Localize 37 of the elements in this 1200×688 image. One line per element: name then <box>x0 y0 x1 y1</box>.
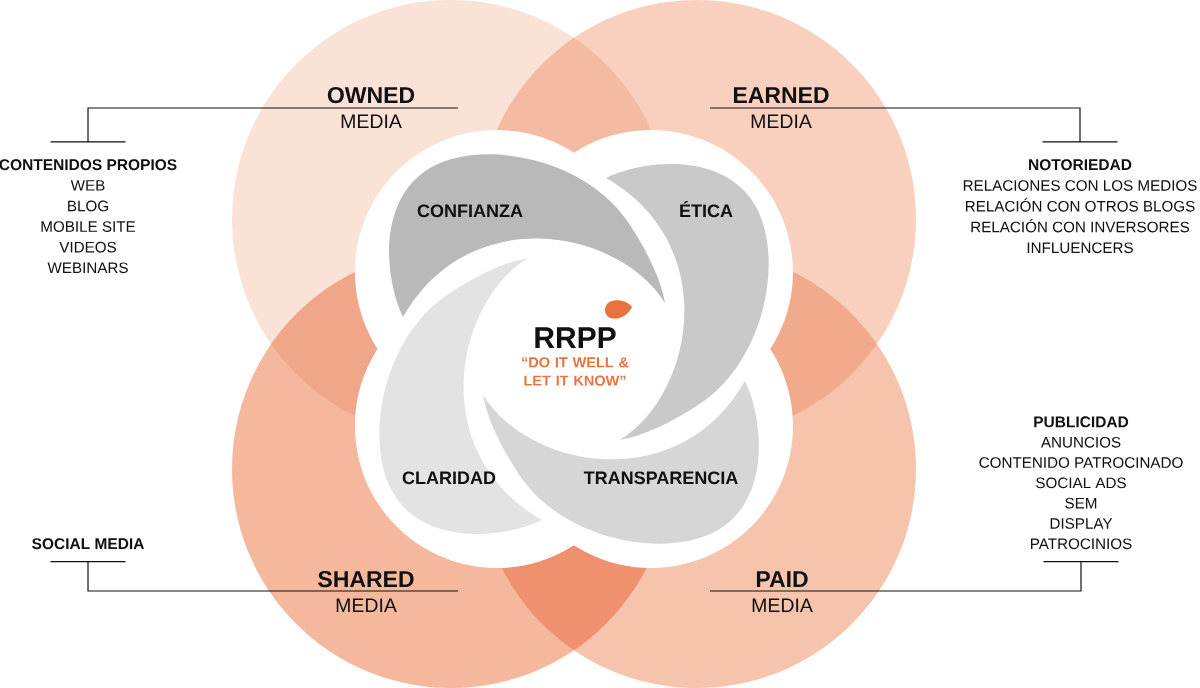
leader-line <box>49 107 459 143</box>
petal-label: CLARIDAD <box>402 471 496 485</box>
circle-subtitle: MEDIA <box>751 114 812 128</box>
circle-subtitle: MEDIA <box>752 598 813 612</box>
list-item: DISPLAY <box>1050 518 1113 529</box>
list-item: WEB <box>70 180 105 191</box>
list-item: RELACIÓN CON OTROS BLOGS <box>965 198 1195 212</box>
list-item: WEBINARS <box>47 262 128 274</box>
circle-title: EARNED <box>734 87 829 103</box>
list-heading: NOTORIEDAD <box>1029 159 1132 171</box>
list-item: RELACIÓN CON INVERSORES <box>971 219 1190 233</box>
leader-line <box>709 560 1120 592</box>
list-heading: SOCIAL MEDIA <box>32 538 144 550</box>
list-item: PATROCINIOS <box>1031 538 1132 550</box>
list-item: INFLUENCERS <box>1027 242 1133 254</box>
petal-label: TRANSPARENCIA <box>583 471 738 485</box>
circle-subtitle: MEDIA <box>341 114 402 128</box>
petal-label: CONFIANZA <box>417 204 523 218</box>
tagline: “DO IT WELL & LET IT KNOW” <box>522 357 629 386</box>
list-heading: PUBLICIDAD <box>1034 416 1129 428</box>
petal-label: ÉTICA <box>680 201 733 218</box>
list-item: SEM <box>1065 497 1097 509</box>
list-item: MOBILE SITE <box>41 221 136 232</box>
list-item: CONTENIDO PATROCINADO <box>979 457 1183 468</box>
list-heading: CONTENIDOS PROPIOS <box>0 159 177 171</box>
leader-line <box>49 560 459 592</box>
list-item: VIDEOS <box>59 241 117 253</box>
circle-title: SHARED <box>318 570 414 588</box>
circle-title: OWNED <box>327 86 415 104</box>
list-item: RELACIONES CON LOS MEDIOS <box>963 180 1197 191</box>
leader-line <box>709 107 1119 143</box>
circle-subtitle: MEDIA <box>336 598 397 612</box>
list-item: ANUNCIOS <box>1040 436 1121 448</box>
center-title: RRPP <box>535 327 616 348</box>
list-item: BLOG <box>68 200 108 212</box>
circle-title: PAID <box>756 571 808 587</box>
list-item: SOCIAL ADS <box>1036 477 1126 489</box>
